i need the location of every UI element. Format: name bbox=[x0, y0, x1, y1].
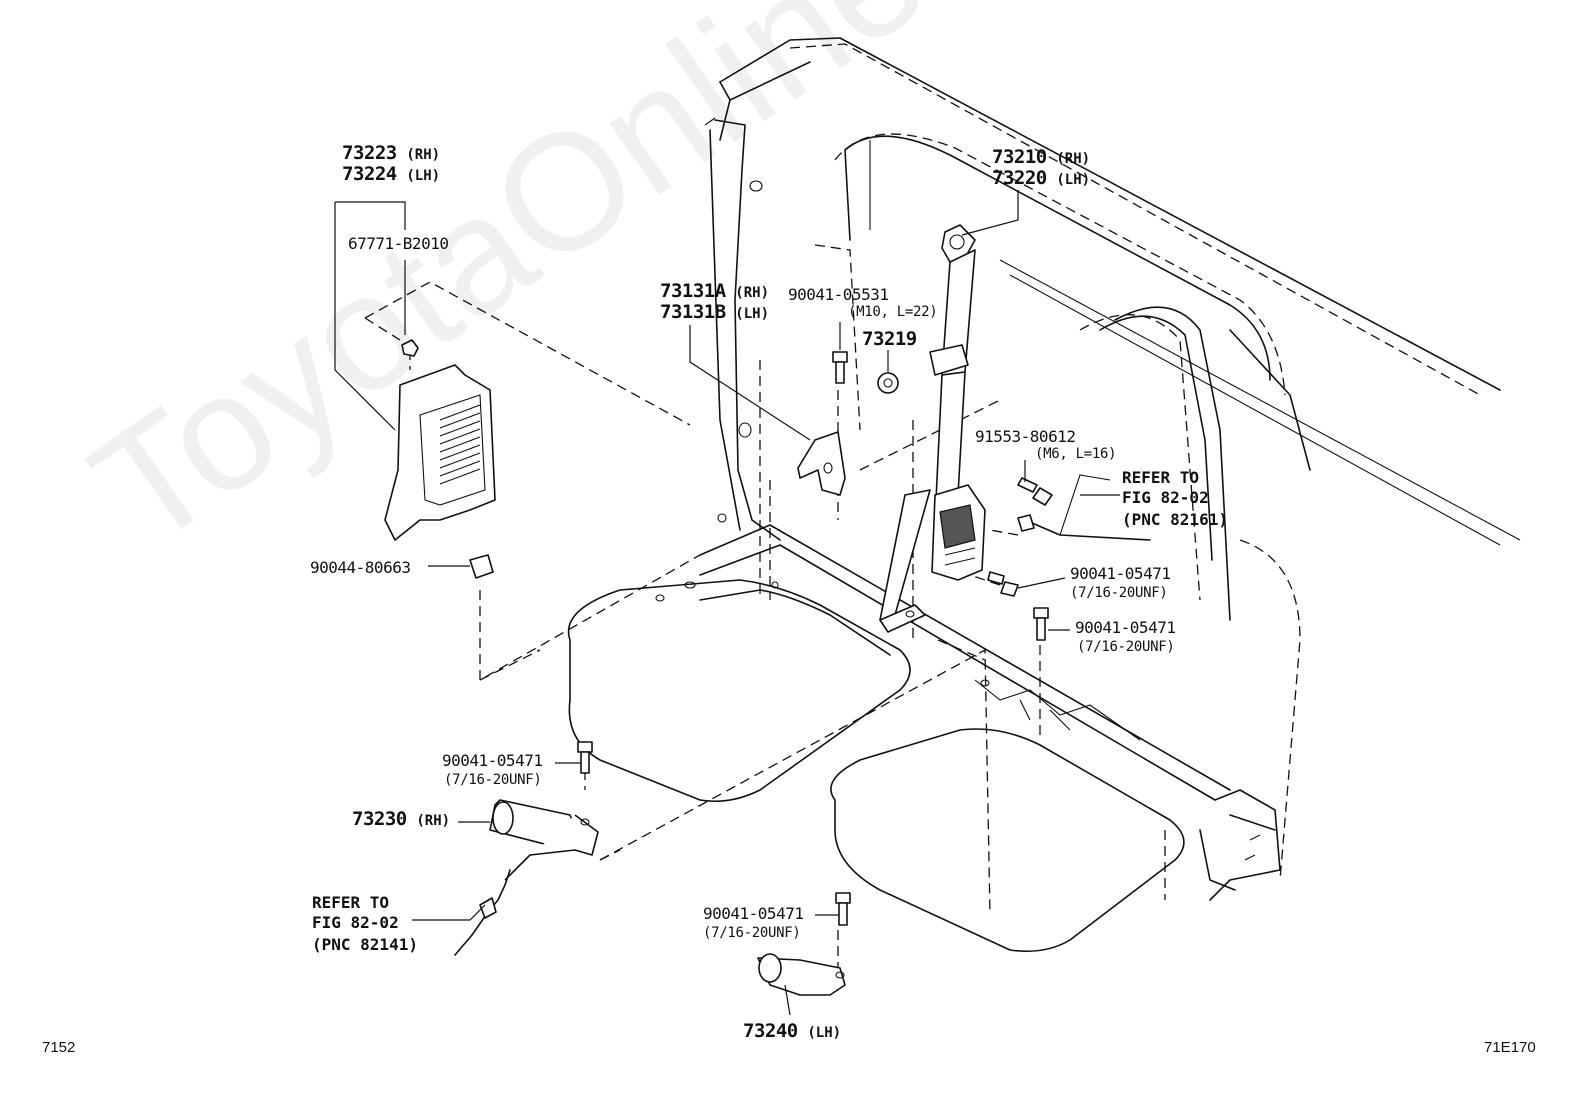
label-73223: 73223 (RH) bbox=[342, 144, 440, 163]
label-73210: 73210 (RH) bbox=[992, 148, 1090, 167]
label-90044-80663: 90044-80663 bbox=[310, 558, 411, 577]
label-90041-05471-d: 90041-05471 bbox=[703, 904, 804, 923]
spec-90041-05531: (M10, L=22) bbox=[848, 304, 938, 320]
label-90041-05471-a: 90041-05471 bbox=[1070, 564, 1171, 583]
side-marker: (LH) bbox=[735, 306, 769, 322]
label-73131a: 73131A (RH) bbox=[660, 282, 769, 301]
ref-left-line3: (PNC 82141) bbox=[312, 935, 418, 954]
ref-left-line2: FIG 82-02 bbox=[312, 913, 399, 932]
label-90041-05471-b: 90041-05471 bbox=[1075, 618, 1176, 637]
fasteners bbox=[577, 351, 1053, 926]
part-number: 73230 bbox=[352, 808, 407, 830]
right-wiring bbox=[1017, 474, 1151, 541]
label-90041-05471-c: 90041-05471 bbox=[442, 751, 543, 770]
spec-90041-05471-b: (7/16-20UNF) bbox=[1077, 639, 1175, 655]
label-91553-80612: 91553-80612 bbox=[975, 427, 1076, 446]
side-marker: (RH) bbox=[406, 147, 441, 163]
assembly-lines bbox=[364, 244, 1041, 990]
quarter-trim-panel bbox=[384, 339, 496, 579]
buckle-rh bbox=[454, 799, 599, 956]
label-73131b: 73131B (LH) bbox=[660, 303, 769, 322]
footer-right-code: 71E170 bbox=[1484, 1039, 1536, 1056]
part-number: 73131A bbox=[660, 280, 726, 302]
part-number: 73220 bbox=[992, 167, 1047, 189]
spec-90041-05471-d: (7/16-20UNF) bbox=[703, 925, 801, 941]
side-marker: (LH) bbox=[1056, 172, 1091, 188]
label-73224: 73224 (LH) bbox=[342, 165, 440, 184]
part-number: 73224 bbox=[342, 163, 397, 185]
anchor-bracket bbox=[797, 431, 846, 496]
spec-90041-05471-a: (7/16-20UNF) bbox=[1070, 585, 1168, 601]
part-number: 73131B bbox=[660, 301, 726, 323]
body-outline bbox=[567, 37, 1521, 953]
spec-91553-80612: (M6, L=16) bbox=[1035, 446, 1117, 462]
label-73230: 73230 (RH) bbox=[352, 810, 450, 829]
buckle-lh bbox=[757, 953, 846, 996]
spec-90041-05471-c: (7/16-20UNF) bbox=[444, 772, 542, 788]
label-67771-b2010: 67771-B2010 bbox=[348, 234, 449, 253]
leader-lines bbox=[334, 190, 1120, 1016]
side-marker: (RH) bbox=[416, 813, 451, 829]
label-90041-05531: 90041-05531 bbox=[788, 285, 889, 304]
footer-left-code: 7152 bbox=[42, 1039, 76, 1056]
part-number: 73210 bbox=[992, 146, 1047, 168]
seat-belt-assembly bbox=[879, 224, 986, 633]
ref-left-line1: REFER TO bbox=[312, 893, 390, 912]
side-marker: (LH) bbox=[807, 1025, 842, 1041]
part-number: 73240 bbox=[743, 1020, 798, 1042]
side-marker: (RH) bbox=[1056, 151, 1091, 167]
label-73240: 73240 (LH) bbox=[743, 1022, 841, 1041]
part-number: 73223 bbox=[342, 142, 397, 164]
ref-right-line3: (PNC 82161) bbox=[1122, 510, 1228, 529]
label-73219: 73219 bbox=[862, 328, 917, 350]
label-73220: 73220 (LH) bbox=[992, 169, 1090, 188]
ref-right-line2: FIG 82-02 bbox=[1122, 488, 1209, 507]
ref-right-line1: REFER TO bbox=[1122, 468, 1200, 487]
side-marker: (LH) bbox=[406, 168, 441, 184]
side-marker: (RH) bbox=[735, 285, 769, 301]
